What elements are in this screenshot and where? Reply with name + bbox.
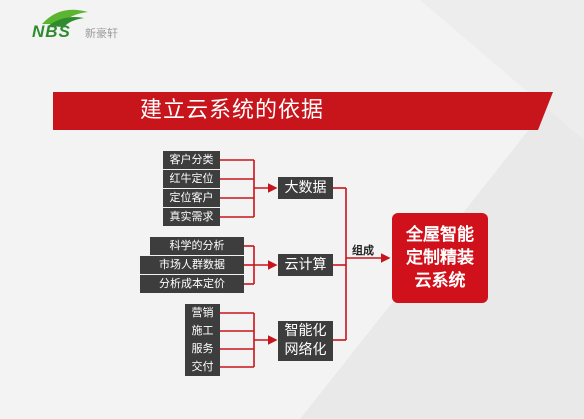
- target-box-big-data: 大数据: [278, 177, 333, 199]
- source-box: 服务: [185, 340, 220, 358]
- slide-title: 建立云系统的依据: [140, 98, 325, 123]
- logo-text: NBS: [32, 22, 71, 41]
- source-box: 市场人群数据: [140, 256, 244, 274]
- source-box: 交付: [185, 358, 220, 376]
- result-box: 全屋智能 定制精装 云系统: [392, 213, 488, 303]
- source-box: 定位客户: [163, 189, 220, 207]
- source-box: 分析成本定价: [140, 275, 244, 293]
- leaf-icon: [42, 9, 88, 27]
- result-line: 定制精装: [406, 248, 474, 268]
- source-box: 客户分类: [163, 151, 220, 169]
- result-line: 云系统: [414, 271, 466, 291]
- target-box-intelligent-network: 智能化 网络化: [278, 321, 333, 361]
- source-box: 科学的分析: [150, 237, 244, 255]
- brand-logo: NBS 新豪轩: [30, 8, 160, 41]
- source-box: 红牛定位: [163, 170, 220, 188]
- target-line: 智能化: [284, 323, 327, 339]
- logo-subtitle: 新豪轩: [85, 27, 118, 40]
- source-box: 真实需求: [163, 208, 220, 226]
- target-box-cloud-computing: 云计算: [278, 254, 333, 276]
- target-line: 网络化: [284, 342, 327, 358]
- result-line: 全屋智能: [406, 225, 474, 245]
- title-banner: [53, 92, 553, 130]
- source-box: 施工: [185, 322, 220, 340]
- connector-label: 组成: [352, 244, 374, 257]
- source-box: 营销: [185, 304, 220, 322]
